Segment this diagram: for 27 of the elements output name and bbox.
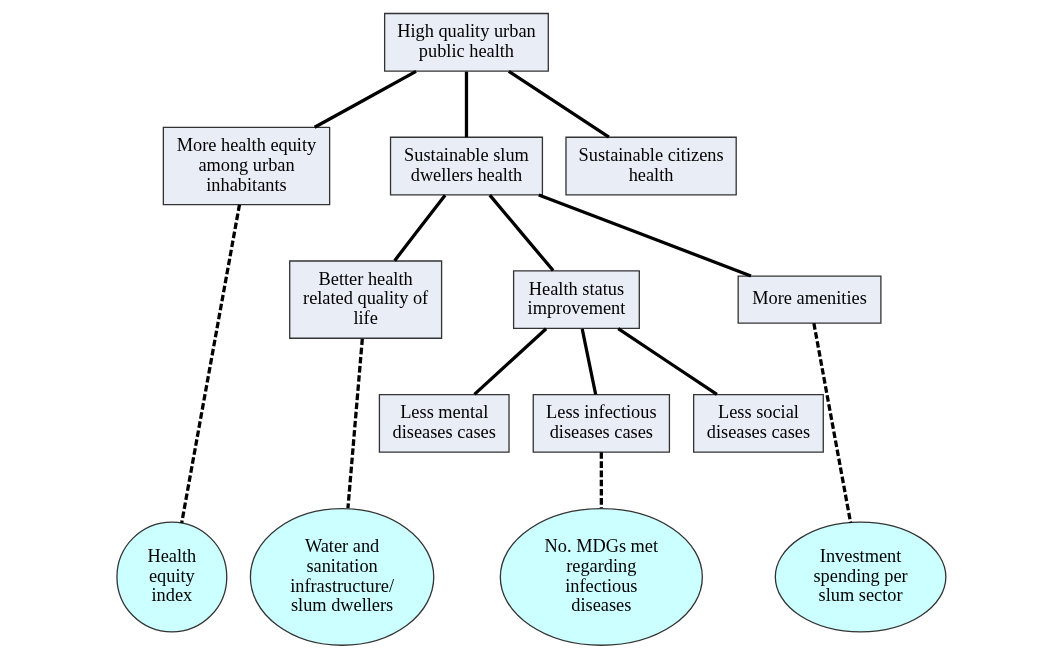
node-box: High quality urban public health — [384, 12, 549, 72]
node-box: Sustainable citizens health — [565, 136, 737, 196]
node-ellipse: No. MDGs met regarding infectious diseases — [499, 508, 703, 646]
connector — [507, 70, 610, 139]
connector — [617, 327, 718, 396]
node-box: Less infectious diseases cases — [532, 393, 671, 453]
node-circle: Health equity index — [116, 521, 228, 633]
connector — [580, 328, 598, 395]
connector — [488, 194, 555, 272]
connector — [346, 338, 364, 509]
node-box: More health equity among urban inhabitants — [162, 126, 331, 206]
connector — [812, 322, 853, 523]
node-box: Sustainable slum dwellers health — [389, 136, 544, 196]
connector — [599, 452, 603, 508]
connector — [538, 193, 752, 278]
node-ellipse: Investment spending per slum sector — [774, 521, 947, 633]
node-box: Better health related quality of life — [289, 260, 443, 339]
connector — [473, 327, 548, 396]
connector — [464, 71, 469, 138]
connector — [313, 70, 417, 129]
node-box: Less social diseases cases — [693, 393, 824, 453]
node-ellipse: Water and sanitation infrastructure/ slum dwellers — [249, 508, 435, 646]
node-box: Health status improvement — [512, 270, 640, 330]
connector — [180, 204, 242, 524]
node-box: More amenities — [737, 275, 882, 324]
connector — [393, 194, 447, 262]
node-box: Less mental diseases cases — [378, 393, 510, 453]
